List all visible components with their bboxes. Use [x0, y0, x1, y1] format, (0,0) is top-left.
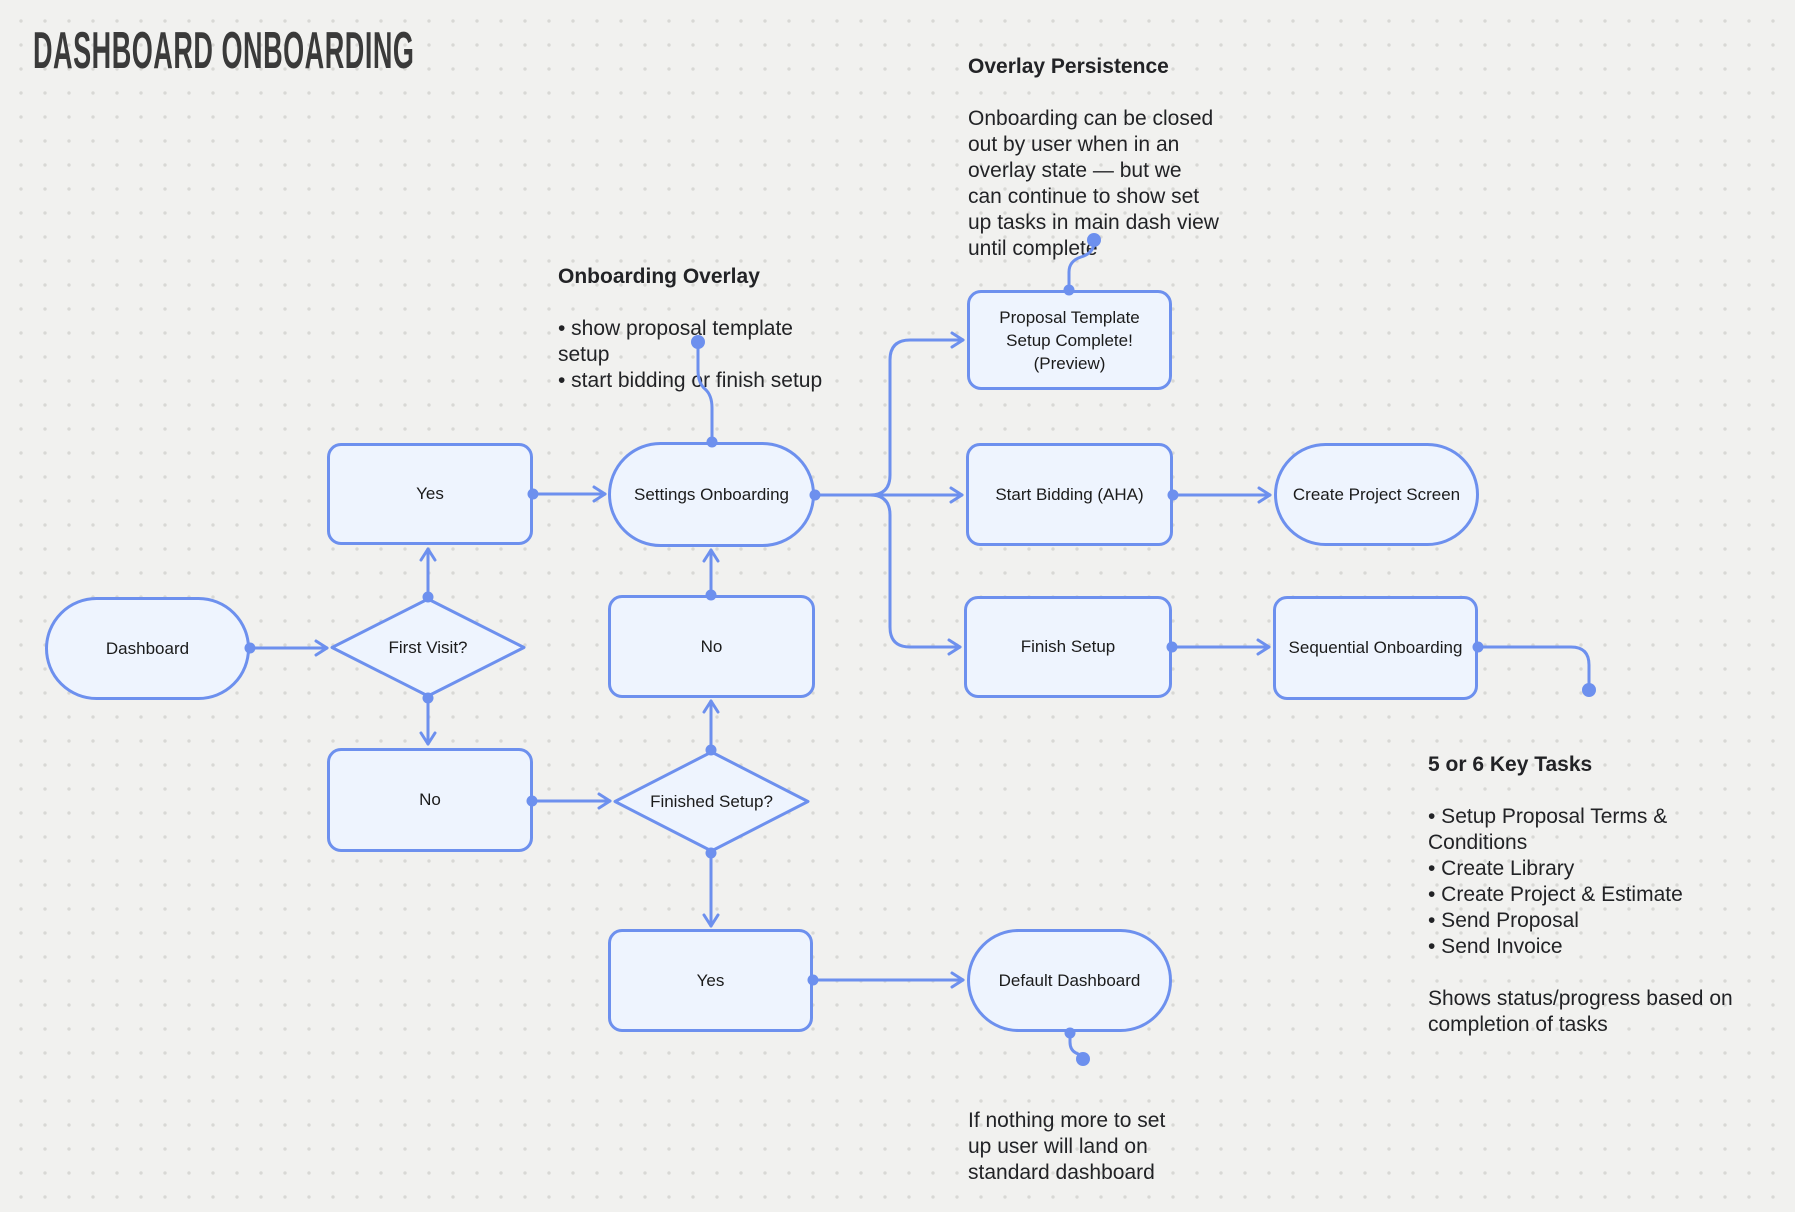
annotation-default-dashboard-note: If nothing more to set up user will land… [968, 1082, 1165, 1212]
node-label: Create Project Screen [1292, 484, 1461, 504]
node-first-visit[interactable]: First Visit? [330, 597, 526, 698]
node-yes-bottom[interactable]: Yes [608, 929, 813, 1032]
node-finish-setup[interactable]: Finish Setup [964, 596, 1172, 698]
node-label: Sequential Onboarding [1288, 638, 1463, 657]
node-label: No [419, 790, 441, 809]
node-yes-top[interactable]: Yes [327, 443, 533, 545]
node-label: Settings Onboarding [634, 484, 789, 504]
edge-sequential-to-key-tasks-note [1476, 645, 1591, 686]
node-label: Dashboard [105, 638, 190, 658]
node-label: Default Dashboard [998, 970, 1141, 990]
annotation-overlay-persistence: Overlay Persistence Onboarding can be cl… [968, 28, 1219, 288]
edge-settings-to-proposal-template [813, 331, 965, 497]
node-label: Finish Setup [1020, 637, 1116, 656]
node-label: Finished Setup? [650, 791, 773, 811]
node-default-dashboard[interactable]: Default Dashboard [967, 929, 1172, 1032]
node-label: Yes [696, 970, 725, 990]
node-no-mid[interactable]: No [608, 595, 815, 698]
node-sequential-onboarding[interactable]: Sequential Onboarding [1273, 596, 1478, 700]
annotation-body: If nothing more to set up user will land… [968, 1109, 1166, 1184]
annotation-heading: Overlay Persistence [968, 55, 1169, 78]
annotation-heading: Onboarding Overlay [558, 265, 760, 288]
annotation-onboarding-overlay: Onboarding Overlay • show proposal templ… [558, 238, 822, 420]
annotation-body: • show proposal template setup • start b… [558, 317, 823, 392]
annotation-key-tasks: 5 or 6 Key Tasks • Setup Proposal Terms … [1428, 726, 1733, 1064]
edge-default-dashboard-to-note [1068, 1031, 1085, 1060]
node-proposal-template[interactable]: Proposal Template Setup Complete! (Previ… [967, 290, 1172, 390]
node-label: First Visit? [388, 637, 468, 657]
node-settings-onboarding[interactable]: Settings Onboarding [608, 442, 815, 547]
annotation-body: Onboarding can be closed out by user whe… [968, 107, 1219, 260]
node-label: Proposal Template Setup Complete! (Previ… [999, 307, 1140, 373]
node-no-left[interactable]: No [327, 748, 533, 852]
annotation-body: • Setup Proposal Terms & Conditions • Cr… [1428, 805, 1733, 1036]
node-create-project[interactable]: Create Project Screen [1274, 443, 1479, 546]
node-label: Yes [416, 484, 444, 503]
node-dashboard[interactable]: Dashboard [45, 597, 250, 700]
node-label: Start Bidding (AHA) [995, 484, 1144, 504]
edge-settings-to-finish-setup [813, 493, 962, 656]
node-label: No [700, 636, 723, 656]
page-title: DASHBOARD ONBOARDING [33, 22, 415, 80]
node-start-bidding[interactable]: Start Bidding (AHA) [966, 443, 1173, 546]
annotation-heading: 5 or 6 Key Tasks [1428, 753, 1593, 776]
node-finished-setup[interactable]: Finished Setup? [613, 750, 810, 853]
